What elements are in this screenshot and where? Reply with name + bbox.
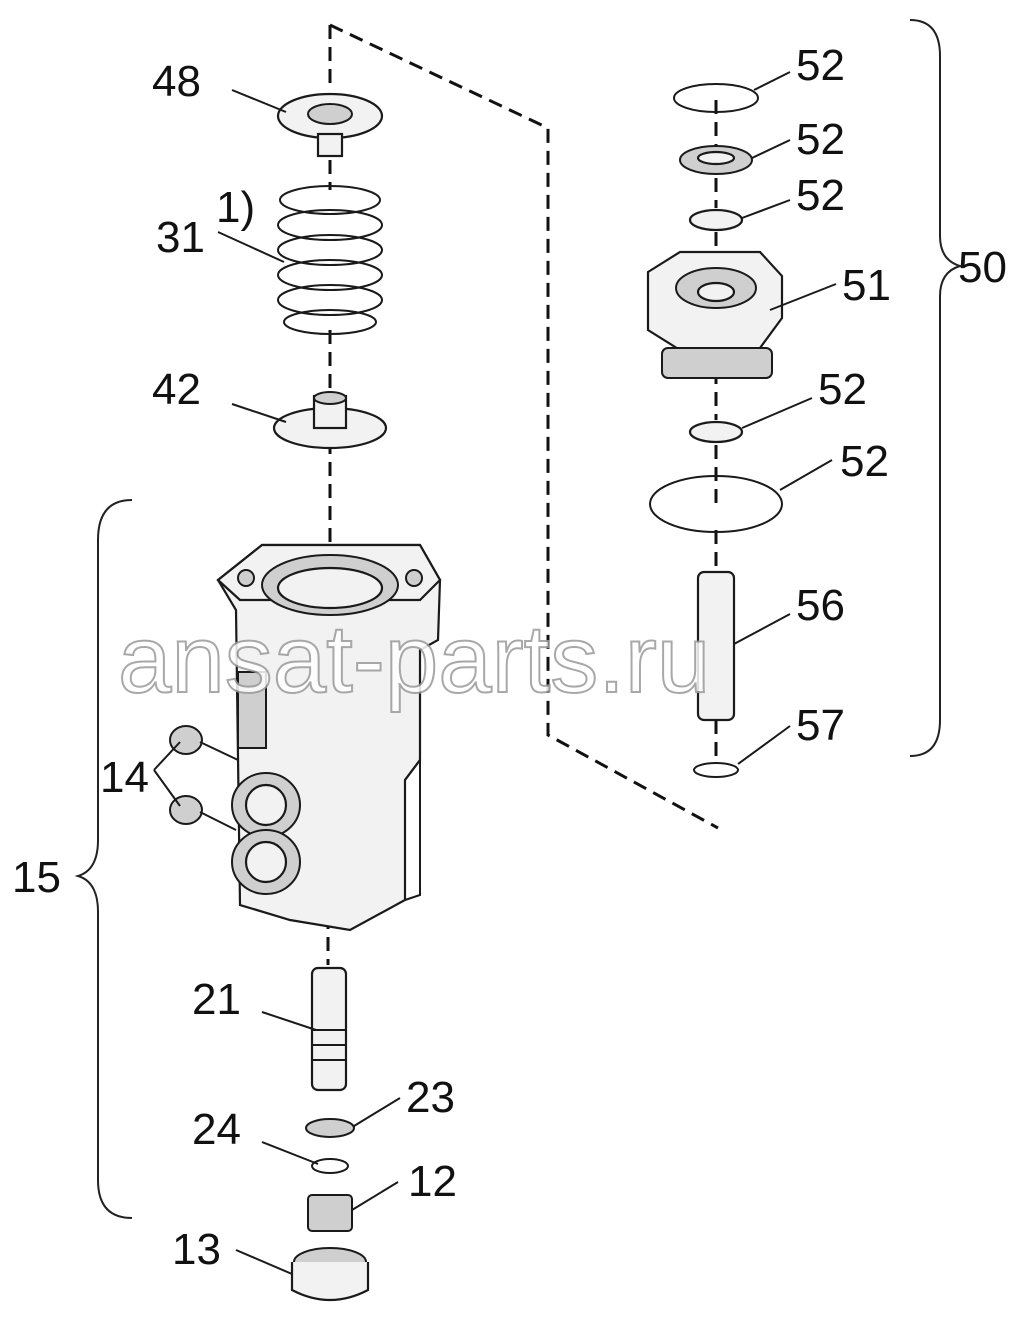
- watermark-text: ansat-parts.ru: [118, 606, 710, 713]
- label-51: 51: [842, 261, 891, 310]
- part-23-washer: [305, 1118, 355, 1138]
- label-52-3: 52: [796, 171, 845, 220]
- part-12-spring: [307, 1194, 353, 1232]
- part-52-oring-large: [649, 475, 783, 533]
- label-12: 12: [408, 1157, 457, 1206]
- label-57: 57: [796, 701, 845, 750]
- label-21: 21: [192, 975, 241, 1024]
- label-14: 14: [100, 753, 149, 802]
- label-52-5: 52: [840, 437, 889, 486]
- part-42-spring-seat: [272, 391, 388, 450]
- label-24: 24: [192, 1105, 241, 1154]
- part-13-plug: [290, 1247, 370, 1302]
- label-23: 23: [406, 1073, 455, 1122]
- part-51-adjuster: [646, 250, 784, 379]
- label-56: 56: [796, 581, 845, 630]
- label-52-2: 52: [796, 115, 845, 164]
- part-21-spool: [310, 966, 348, 1092]
- part-56-pin: [696, 570, 736, 722]
- part-48-spring-seat: [276, 92, 384, 158]
- brace-50: [909, 19, 964, 757]
- part-52-seal: [679, 145, 753, 175]
- label-13: 13: [172, 1225, 221, 1274]
- label-note-1: 1): [216, 183, 255, 232]
- part-52-ring-small: [688, 208, 744, 232]
- part-15-valve-body: [216, 543, 442, 932]
- label-15: 15: [12, 853, 61, 902]
- part-52-ring-mid: [688, 420, 744, 444]
- leader-lines: [153, 71, 837, 1275]
- part-24-ring: [311, 1158, 349, 1174]
- label-31: 31: [156, 213, 205, 262]
- label-42: 42: [152, 365, 201, 414]
- label-52-1: 52: [796, 41, 845, 90]
- part-57-ring: [693, 762, 739, 778]
- part-52-oring-top: [673, 83, 759, 113]
- label-50: 50: [958, 243, 1007, 292]
- label-52-4: 52: [818, 365, 867, 414]
- part-31-spring: [277, 185, 383, 335]
- part-14-plugs: [169, 725, 239, 831]
- brace-15: [74, 499, 133, 1219]
- label-48: 48: [152, 57, 201, 106]
